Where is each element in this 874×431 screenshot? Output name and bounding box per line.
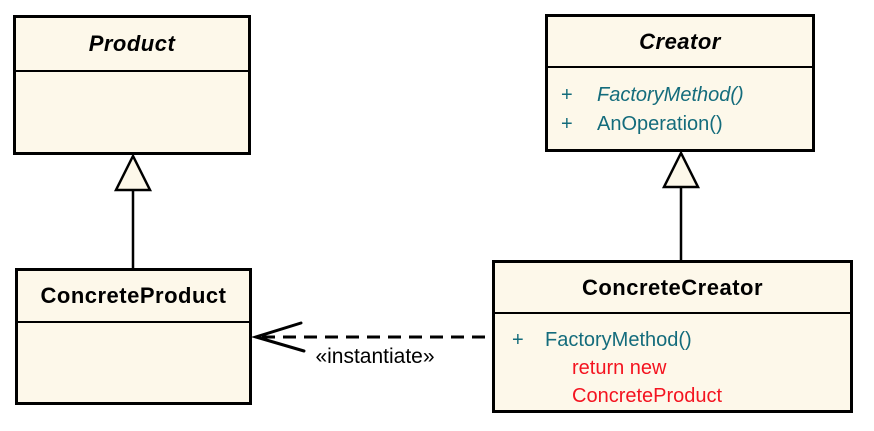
method-signature: AnOperation() (597, 113, 723, 135)
class-box-product: Product (13, 15, 251, 155)
method-an-operation: + AnOperation() (561, 110, 812, 139)
method-factory-method-concrete: + FactoryMethod() (512, 326, 850, 354)
instantiate-open-arrowhead-icon (250, 321, 306, 353)
class-box-concrete-creator: ConcreteCreator + FactoryMethod() return … (492, 260, 853, 413)
generalization-triangle-icon-product (113, 153, 153, 192)
method-signature: FactoryMethod() (597, 84, 744, 106)
class-title-concrete-creator: ConcreteCreator (495, 263, 850, 314)
visibility-plus: + (561, 84, 573, 106)
pseudocode-concrete-product: ConcreteProduct (572, 385, 723, 407)
class-box-creator: Creator + FactoryMethod() + AnOperation() (545, 14, 815, 152)
pseudocode-return-new: return new (572, 357, 667, 379)
instantiate-stereotype-label: «instantiate» (315, 345, 435, 368)
class-title-product: Product (16, 18, 248, 72)
generalization-triangle-icon-creator (661, 150, 701, 189)
visibility-plus: + (561, 113, 573, 135)
class-body-creator: + FactoryMethod() + AnOperation() (548, 68, 812, 139)
class-title-creator: Creator (548, 17, 812, 68)
method-factory-method-abstract: + FactoryMethod() (561, 81, 812, 110)
class-title-concrete-product: ConcreteProduct (18, 271, 249, 323)
visibility-plus: + (512, 329, 524, 351)
method-signature: FactoryMethod() (545, 329, 692, 351)
class-body-concrete-creator: + FactoryMethod() return new ConcreteProd… (495, 314, 850, 410)
class-box-concrete-product: ConcreteProduct (15, 268, 252, 405)
